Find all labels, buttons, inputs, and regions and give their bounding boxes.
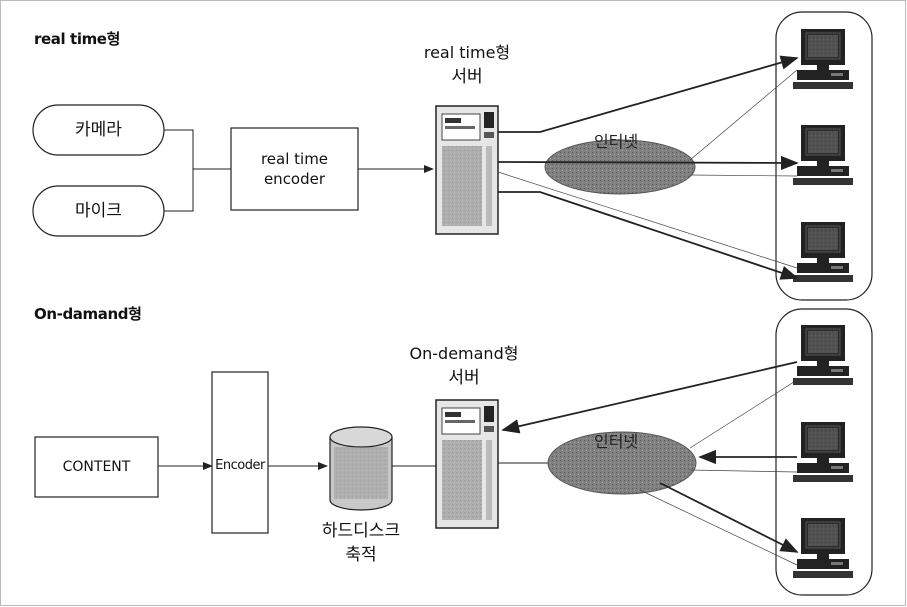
realtime-server-title: real time형 — [392, 42, 542, 64]
content-label: CONTENT — [35, 437, 158, 497]
ondemand-server-sub: 서버 — [389, 367, 539, 389]
pc-icon — [793, 29, 853, 89]
server-to-pc3-arrow — [498, 192, 797, 278]
input-bracket-line — [164, 130, 193, 211]
realtime-section-title: real time형 — [34, 28, 120, 49]
server-to-pc1-arrow — [498, 58, 797, 132]
ondemand-internet-label: 인터넷 — [594, 428, 638, 452]
ondemand-server-title: On-demand형 — [389, 343, 539, 365]
ondemand-section-title: On-damand형 — [34, 303, 141, 324]
realtime-encoder-label: real time encoder — [246, 128, 343, 210]
storage-label-line1: 하드디스크 — [296, 520, 426, 542]
thin-line — [640, 490, 797, 565]
ondemand-server-icon — [436, 400, 498, 528]
pc-icon — [793, 325, 853, 385]
pc-icon — [793, 125, 853, 185]
camera-label: 카메라 — [33, 105, 164, 155]
pc1-to-server-arrow — [503, 362, 797, 430]
mic-label: 마이크 — [33, 186, 164, 236]
realtime-internet-label: 인터넷 — [594, 128, 638, 152]
ondemand-encoder-label: Encoder — [206, 452, 274, 480]
storage-label-line2: 축적 — [296, 544, 426, 566]
pc-icon — [793, 422, 853, 482]
storage-cylinder-icon — [330, 427, 392, 510]
pc-icon — [793, 222, 853, 282]
pc-icon — [793, 518, 853, 578]
realtime-server-sub: 서버 — [392, 66, 542, 88]
server-to-pc2-arrow — [498, 162, 797, 163]
realtime-server-icon — [436, 106, 498, 234]
